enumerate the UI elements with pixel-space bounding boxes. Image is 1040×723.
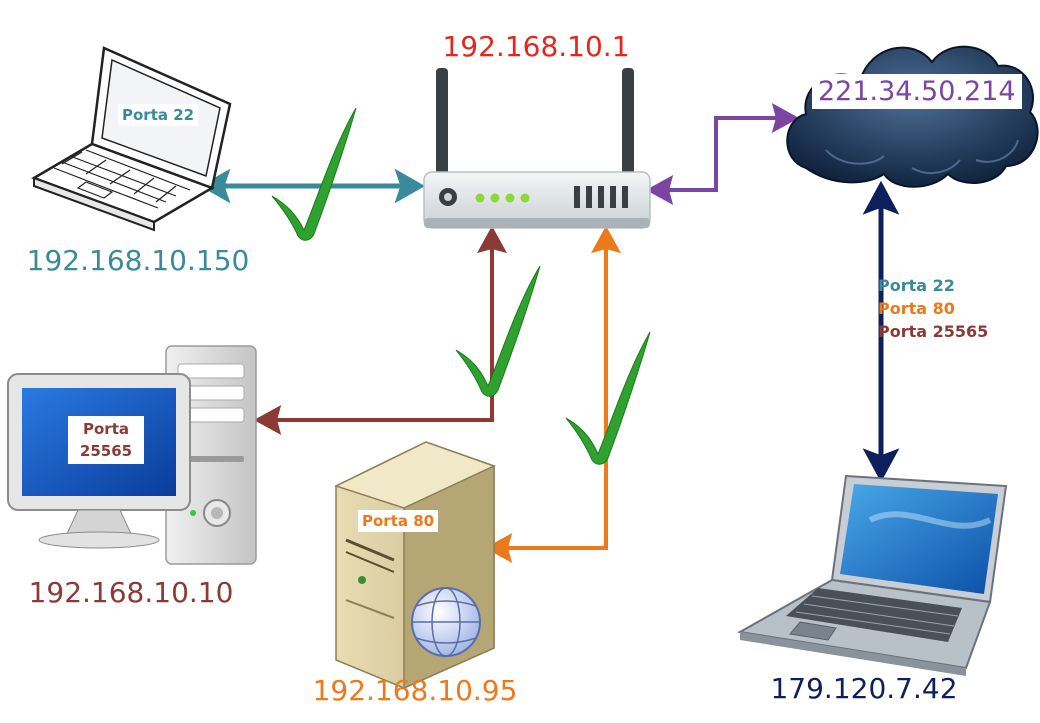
- server-ip-label: 192.168.10.95: [313, 674, 518, 707]
- forwarded-port-minecraft: Porta 25565: [878, 322, 989, 341]
- internet-cloud-icon: [786, 45, 1039, 188]
- check-icon: [455, 265, 541, 397]
- laptop-port-label: Porta 22: [118, 104, 199, 126]
- router-cloud-link: [645, 102, 800, 206]
- check-icon: [565, 331, 651, 465]
- forwarded-port-ssh: Porta 22: [878, 276, 955, 295]
- router-server-link: [484, 225, 622, 564]
- desktop-port-line1: Porta: [83, 420, 129, 438]
- desktop-ip-label: 192.168.10.10: [29, 576, 234, 609]
- wifi-router-icon: [423, 68, 651, 229]
- server-port-label: Porta 80: [358, 510, 439, 532]
- desktop-port-label: Porta 25565: [68, 416, 144, 464]
- cloud-ip-label: 221.34.50.214: [812, 74, 1022, 109]
- laptop-icon: [737, 474, 1008, 676]
- forwarded-port-http: Porta 80: [878, 299, 955, 318]
- forwarded-ports-list: Porta 22 Porta 80 Porta 25565: [878, 274, 988, 343]
- web-server-icon: [334, 441, 496, 690]
- laptop-icon: [31, 46, 232, 232]
- desktop-port-line2: 25565: [79, 442, 133, 460]
- laptop-left-ip-label: 192.168.10.150: [27, 244, 250, 277]
- router-desktop-link: [253, 225, 508, 436]
- check-icon: [271, 107, 357, 241]
- desktop-computer-icon: [7, 345, 257, 565]
- router-ip-label: 192.168.10.1: [442, 30, 629, 63]
- laptop-router-link: [199, 168, 426, 204]
- cloud-remote-link: [862, 180, 900, 483]
- remote-laptop-ip-label: 179.120.7.42: [770, 672, 957, 705]
